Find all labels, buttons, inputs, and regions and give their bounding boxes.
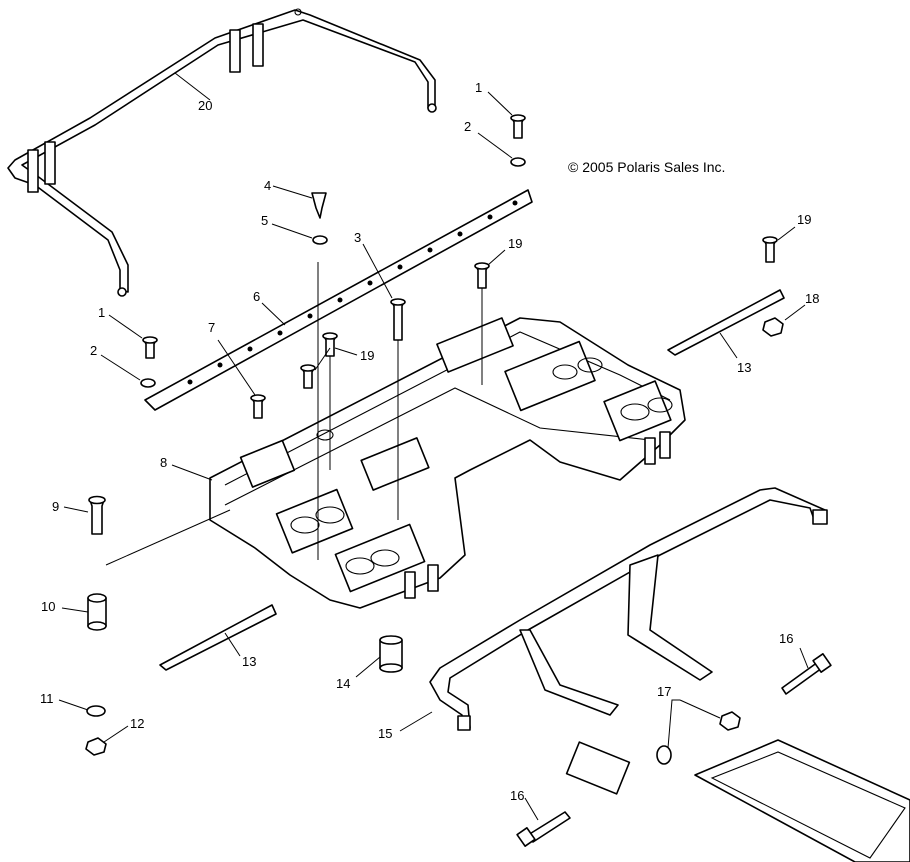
callout-1: 1 <box>475 80 482 95</box>
leader-lines <box>58 72 809 821</box>
callout-11: 11 <box>40 691 54 706</box>
fastener-16a <box>781 653 832 695</box>
part-10-spacer <box>87 593 107 631</box>
callout-5: 5 <box>261 213 268 228</box>
part-13b-bracket <box>159 604 277 671</box>
fastener-2b <box>140 378 156 388</box>
callout-15: 15 <box>378 726 392 741</box>
fastener-19b <box>762 236 778 263</box>
callout-4: 4 <box>264 178 271 193</box>
callout-13: 13 <box>242 654 256 669</box>
fastener-1a <box>510 114 526 139</box>
part-15-frame-rail <box>429 487 828 795</box>
callout-labels: 20 1 2 4 5 3 19 19 18 6 1 7 2 19 13 8 9 … <box>40 80 819 803</box>
callout-19: 19 <box>508 236 522 251</box>
callout-10: 10 <box>41 599 55 614</box>
callout-19: 19 <box>360 348 374 363</box>
callout-13: 13 <box>737 360 751 375</box>
part-skid-plate <box>694 739 910 862</box>
fastener-9 <box>88 495 231 566</box>
callout-16: 16 <box>510 788 524 803</box>
callout-19: 19 <box>797 212 811 227</box>
fastener-19a <box>474 262 490 289</box>
callout-18: 18 <box>805 291 819 306</box>
callout-8: 8 <box>160 455 167 470</box>
part-6-long-bracket <box>144 189 533 411</box>
callout-12: 12 <box>130 716 144 731</box>
callout-3: 3 <box>354 230 361 245</box>
callout-14: 14 <box>336 676 350 691</box>
fastener-12 <box>85 737 107 756</box>
callout-6: 6 <box>253 289 260 304</box>
fastener-17 <box>656 711 741 765</box>
fastener-18 <box>762 317 784 337</box>
fastener-2a <box>510 157 526 167</box>
fastener-4 <box>311 192 327 219</box>
copyright-notice: © 2005 Polaris Sales Inc. <box>568 159 725 175</box>
callout-2: 2 <box>90 343 97 358</box>
callout-20: 20 <box>198 98 212 113</box>
fastener-1b <box>142 336 158 359</box>
part-20-rack-rail <box>7 8 437 297</box>
fastener-3 <box>390 298 406 341</box>
callout-2: 2 <box>464 119 471 134</box>
fastener-16b <box>516 811 571 847</box>
callout-9: 9 <box>52 499 59 514</box>
callout-7: 7 <box>208 320 215 335</box>
part-13a-bracket <box>667 289 785 356</box>
fastener-5 <box>312 235 328 245</box>
callout-1: 1 <box>98 305 105 320</box>
callout-17: 17 <box>657 684 671 699</box>
part-14-spacer <box>379 635 403 673</box>
part-8-rack-body <box>209 262 686 609</box>
fastener-11 <box>86 705 106 717</box>
callout-16: 16 <box>779 631 793 646</box>
fastener-7 <box>250 394 266 419</box>
fastener-19c <box>300 332 338 389</box>
